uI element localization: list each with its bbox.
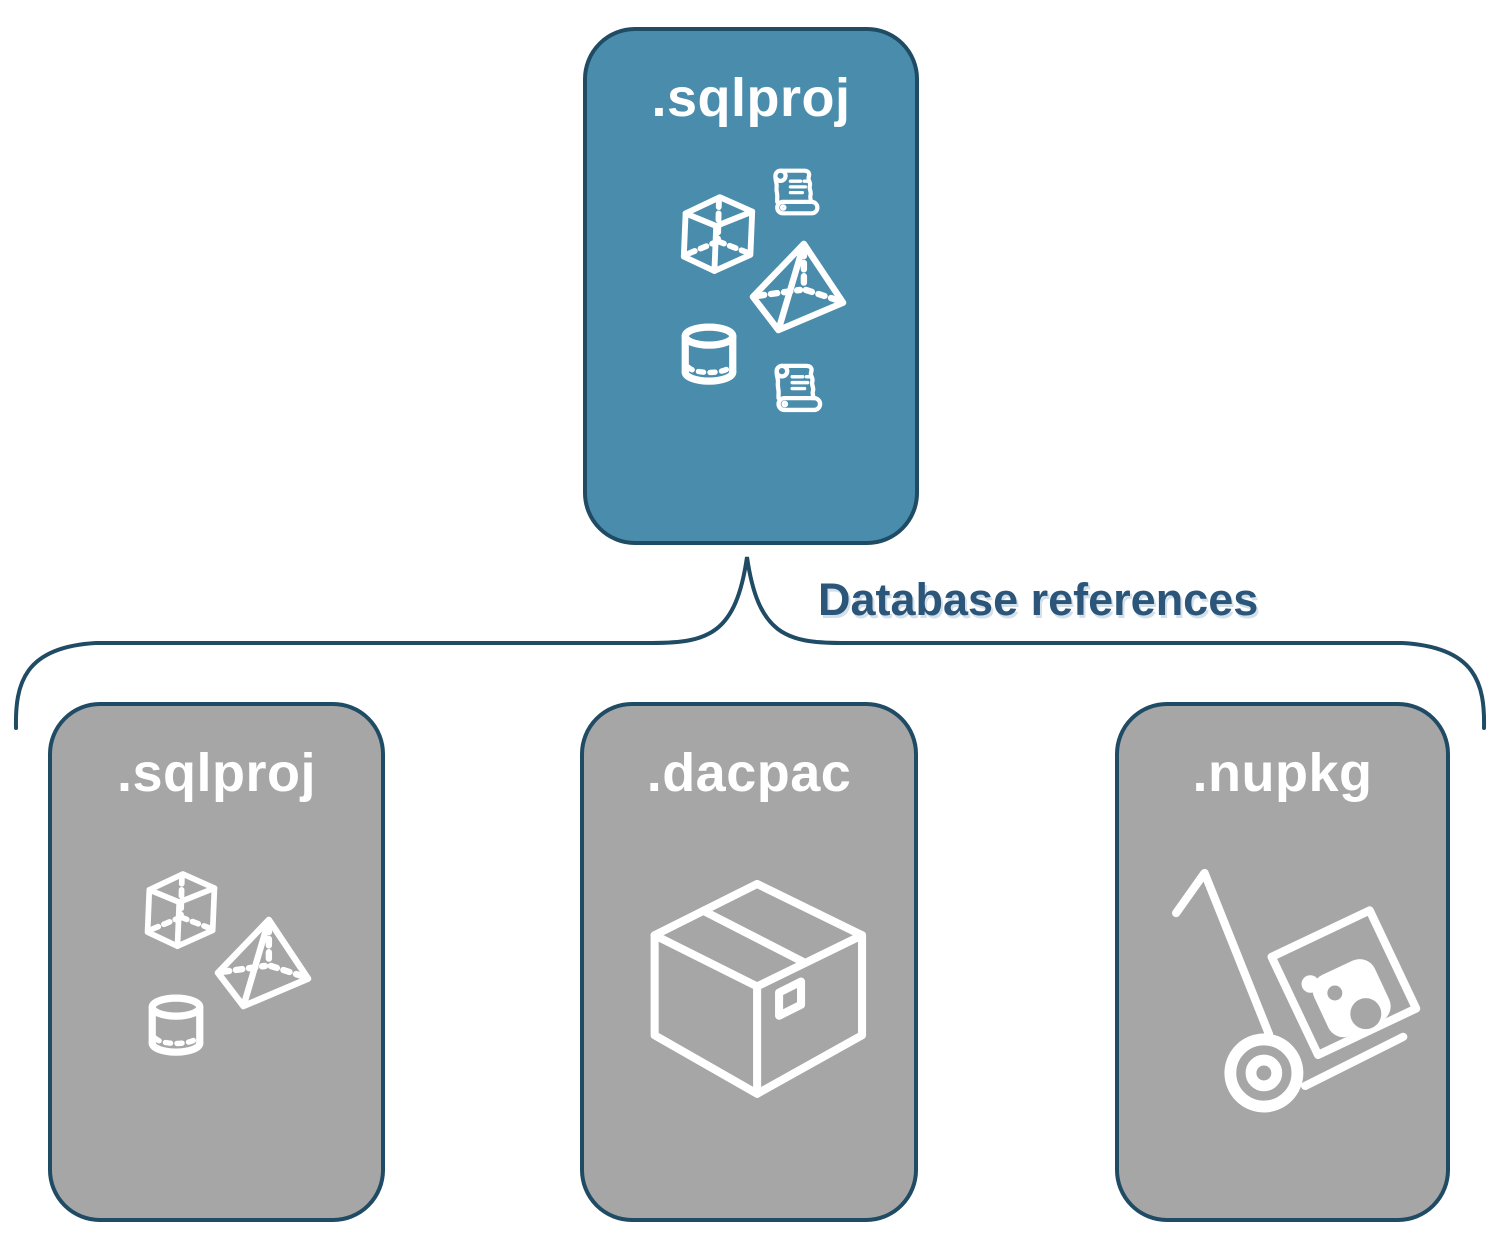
- node-label: .dacpac: [646, 743, 852, 803]
- pyramid-icon: [212, 914, 314, 1012]
- heading-database-references: Database references: [818, 574, 1259, 625]
- node-label: .nupkg: [1192, 743, 1373, 803]
- scroll-icon: [767, 360, 831, 422]
- cube-icon: [136, 867, 226, 955]
- scroll-icon: [767, 164, 827, 226]
- cylinder-icon: [140, 984, 212, 1072]
- root-node-sqlproj: .sqlproj: [583, 27, 919, 545]
- package-box-icon: [640, 842, 884, 1126]
- node-label: .sqlproj: [651, 68, 851, 128]
- node-label: .sqlproj: [116, 743, 316, 803]
- child-node-sqlproj: .sqlproj: [48, 702, 385, 1222]
- child-node-dacpac: .dacpac: [580, 702, 918, 1222]
- cube-icon: [673, 189, 763, 281]
- cylinder-icon: [673, 313, 745, 401]
- nuget-handtruck-icon: [1171, 854, 1429, 1132]
- pyramid-icon: [745, 238, 851, 336]
- child-node-nupkg: .nupkg: [1115, 702, 1450, 1222]
